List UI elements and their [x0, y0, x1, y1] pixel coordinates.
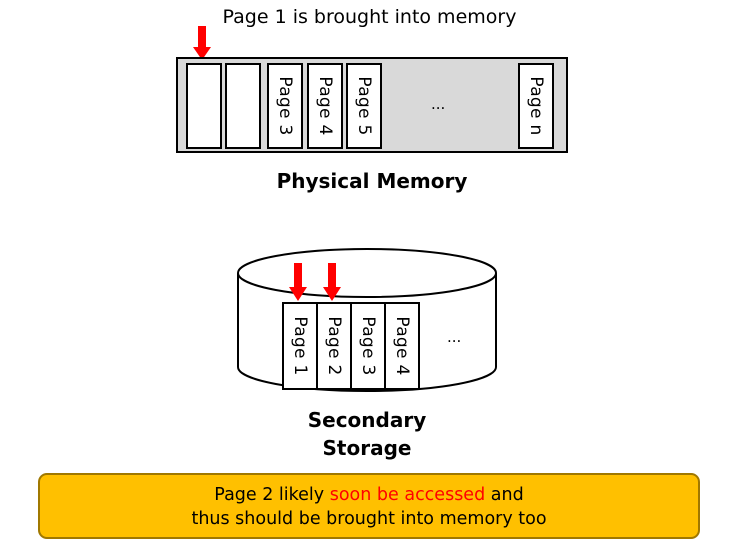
secondary-storage-title: Secondary Storage [307, 408, 427, 460]
storage-page-3: Page 3 [350, 302, 386, 390]
storage-page-2: Page 2 [316, 302, 352, 390]
memory-arrow-icon [193, 26, 211, 60]
memory-slot-page-n: Page n [518, 63, 554, 149]
top-caption: Page 1 is brought into memory [222, 6, 517, 28]
note-box: Page 2 likely soon be accessed and thus … [38, 473, 700, 539]
memory-slot-2 [225, 63, 261, 149]
note-line-1: Page 2 likely soon be accessed and [214, 485, 524, 505]
storage-arrow-page-1-icon [289, 263, 307, 301]
storage-arrow-page-2-icon [323, 263, 341, 301]
memory-slot-1 [186, 63, 222, 149]
note-highlight: soon be accessed [329, 485, 486, 505]
memory-ellipsis: ... [431, 95, 446, 113]
memory-slot-page-5: Page 5 [346, 63, 382, 149]
physical-memory-bar: Page 3 Page 4 Page 5 ... Page n [176, 57, 568, 153]
physical-memory-title: Physical Memory [276, 169, 468, 193]
storage-ellipsis: ... [447, 328, 462, 346]
note-line-2: thus should be brought into memory too [191, 509, 547, 529]
memory-slot-page-3: Page 3 [267, 63, 303, 149]
memory-slot-page-4: Page 4 [307, 63, 343, 149]
storage-page-1: Page 1 [282, 302, 318, 390]
storage-page-4: Page 4 [384, 302, 420, 390]
